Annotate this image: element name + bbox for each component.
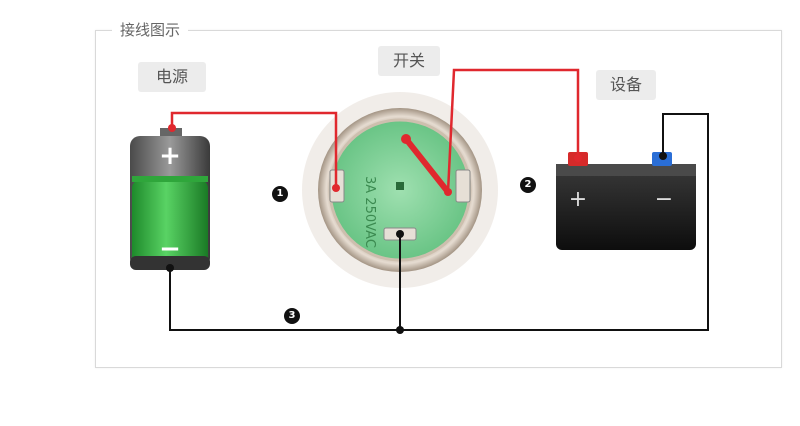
black-ground-wire [169, 113, 709, 331]
battery-plus-sign: + [159, 141, 181, 171]
marker-3: 3 [284, 308, 300, 324]
switch-icon [302, 92, 498, 288]
diagram-frame [95, 30, 782, 368]
red-wire-switch-to-device [446, 68, 580, 193]
device-label: 设备 [596, 70, 656, 100]
junction-dot [659, 152, 667, 160]
power-label: 电源 [138, 62, 206, 92]
device-plus-sign: + [569, 187, 587, 212]
marker-2: 2 [520, 177, 536, 193]
junction-dot [168, 124, 176, 132]
switch-label: 开关 [378, 46, 440, 76]
switch-internal-jumper [403, 136, 451, 195]
switch-rating-text: 3A 250VAC [362, 176, 377, 248]
junction-dot [401, 134, 411, 144]
battery-icon [130, 128, 210, 270]
junction-dot [396, 230, 404, 238]
junction-dot [166, 264, 174, 272]
junction-dot [444, 188, 452, 196]
battery-minus-sign: − [159, 234, 181, 264]
red-wire-battery-to-switch [170, 111, 338, 188]
marker-1: 1 [272, 186, 288, 202]
device-minus-sign: − [655, 187, 673, 212]
junction-dot [574, 154, 582, 162]
junction-dot [332, 184, 340, 192]
junction-dot [396, 326, 404, 334]
diagram-title: 接线图示 [112, 19, 189, 41]
